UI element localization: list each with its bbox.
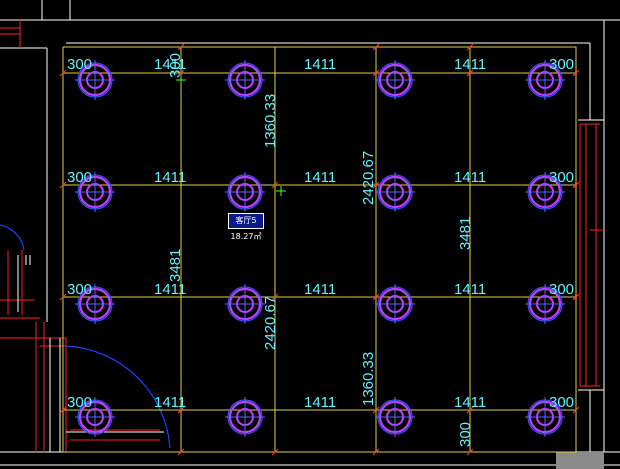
downlight-icon [225,172,265,212]
downlight-icon [525,397,565,437]
dimension-span: 1411 [154,394,186,411]
downlight-icon [75,284,115,324]
dimension-total: 3481 [167,249,184,282]
dimension-tick [271,293,279,301]
dimension-height-large: 2420.67 [360,151,377,205]
red-structure [0,20,604,452]
dimension-tick [59,181,67,189]
downlight-icon [75,172,115,212]
dimension-tick [572,293,580,301]
downlight-icon [525,172,565,212]
dimension-tick [271,181,279,189]
dimension-tick [177,69,185,77]
dimension-tick [59,406,67,414]
ceiling-grid [62,46,577,453]
crosshair-marks [176,75,286,196]
dimension-edge-right: 300 [549,281,574,298]
dimension-tick [572,69,580,77]
dimension-tick [59,69,67,77]
dimension-edge-right: 300 [549,169,574,186]
dimension-edge-left: 300 [67,56,92,73]
grid-border [62,46,577,453]
dimension-tick [372,293,380,301]
dimension-tick [177,406,185,414]
dimension-tick [466,448,474,456]
downlight-icon [75,397,115,437]
downlight-icon [75,60,115,100]
room-name-tag[interactable]: 客厅5 [228,213,264,229]
dimension-span: 1411 [154,56,186,73]
dimension-edge-right: 300 [549,394,574,411]
dimension-tick [271,448,279,456]
dimension-height-small: 1360.33 [360,352,377,406]
dimension-tick [466,69,474,77]
dimension-edge-right: 300 [549,56,574,73]
room-area-label: 18.27㎡ [230,232,262,241]
downlight-icon [525,60,565,100]
dimension-span: 1411 [454,281,486,298]
downlight-icon [525,284,565,324]
dimension-span: 1411 [454,394,486,411]
dimension-height-small: 1360.33 [262,94,279,148]
downlight-icon [225,397,265,437]
dimension-span: 1411 [304,281,336,298]
downlight-icon [225,284,265,324]
dimension-tick [59,293,67,301]
dimension-span: 1411 [304,56,336,73]
dimension-edge-top: 300 [167,53,184,78]
dimension-height-large: 2420.67 [262,296,279,350]
dimension-tick [466,43,474,51]
cabinet-lines [17,255,164,452]
dimension-span: 1411 [454,56,486,73]
dimension-tick [372,406,380,414]
dimension-span: 1411 [304,394,336,411]
downlight-icon [375,172,415,212]
dimension-span: 1411 [154,169,186,186]
dimension-tick [372,181,380,189]
grey-block [556,452,604,469]
dimension-span: 1411 [304,169,336,186]
dimension-tick [572,406,580,414]
dimension-tick [372,448,380,456]
downlight-icon [375,397,415,437]
dimension-tick [572,181,580,189]
dimension-tick [177,448,185,456]
downlight-icon [375,284,415,324]
door-swing [0,224,171,449]
dimension-tick [177,43,185,51]
dimension-edge-left: 300 [67,169,92,186]
downlight-icon [225,60,265,100]
dimension-tick [372,69,380,77]
dimension-edge-bottom: 300 [457,422,474,447]
dimension-ticks [59,43,580,456]
dimension-span: 1411 [154,281,186,298]
downlight-icon [375,60,415,100]
dimension-edge-left: 300 [67,281,92,298]
dimension-span: 1411 [454,169,486,186]
dimension-tick [466,406,474,414]
dimension-edge-left: 300 [67,394,92,411]
dimension-total: 3481 [457,217,474,250]
dimension-tick [372,43,380,51]
downlight-array [75,60,565,437]
